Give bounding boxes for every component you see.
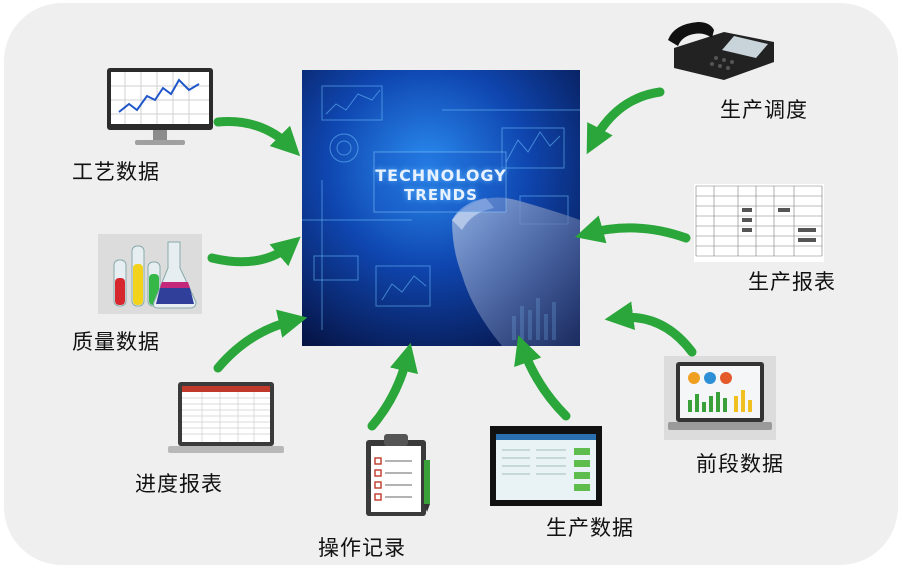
arrow-from-production-report [574,215,691,244]
arrow-from-process-data [213,117,301,157]
arrow-from-progress-report [213,309,308,373]
telephone-icon [668,22,774,80]
label-operation-record: 操作记录 [318,536,406,560]
arrow-from-production-data [514,335,571,421]
flasks-icon [98,234,202,314]
label-production-report: 生产报表 [748,270,836,294]
arrow-from-quality-data [207,236,301,267]
laptop-table-icon [168,382,284,453]
center-title-line2: TRENDS [404,186,478,204]
report-sheet-icon [694,184,824,262]
clipboard-checklist-icon [366,434,430,516]
monitor-chart-icon [107,68,213,145]
label-progress-report: 进度报表 [135,472,223,496]
center-title-line1: TECHNOLOGY [375,166,507,185]
label-quality-data: 质量数据 [72,330,160,354]
arrow-from-operation-record [367,342,419,431]
laptop-dashboard-icon [664,356,776,440]
label-production-data: 生产数据 [546,516,634,540]
label-front-section-data: 前段数据 [696,452,784,476]
label-process-data: 工艺数据 [72,160,160,184]
center-graphic [302,70,580,346]
control-panel-icon [490,426,602,506]
technology-trends-image: TECHNOLOGY TRENDS [302,70,580,346]
arrow-from-front-section-data [604,301,697,357]
arrow-from-production-dispatch [586,87,665,155]
label-production-dispatch: 生产调度 [720,98,808,122]
